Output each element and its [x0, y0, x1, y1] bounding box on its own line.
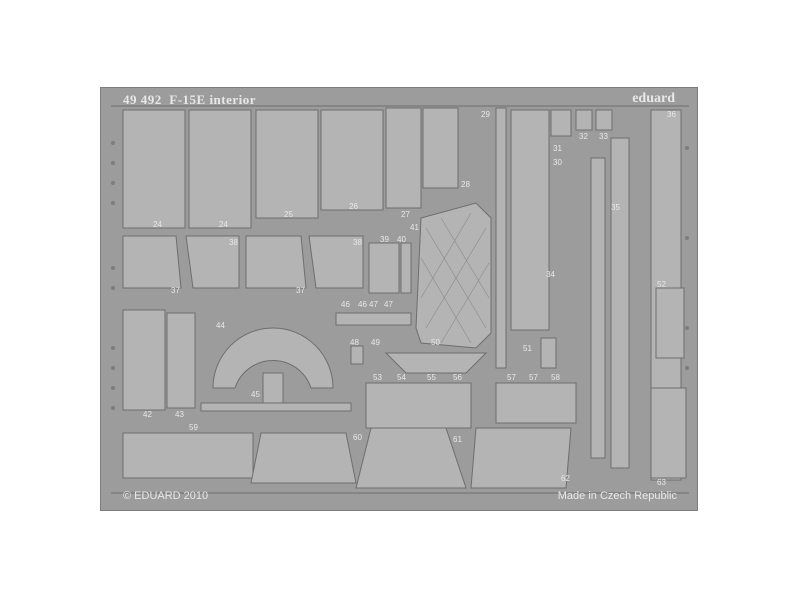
part-24b [188, 109, 252, 229]
part-37a [122, 235, 182, 289]
part-number-label: 58 [551, 373, 560, 382]
part-number-label: 26 [349, 202, 358, 211]
part-43 [166, 312, 196, 409]
part-number-label: 35 [611, 203, 620, 212]
photo-etch-fret: 49 492 F-15E interior eduard © EDUARD 20… [100, 87, 698, 511]
part-number-label: 46 [341, 300, 350, 309]
part-number-label: 53 [373, 373, 382, 382]
part-number-label: 63 [657, 478, 666, 487]
part-33 [595, 109, 613, 131]
part-number-label: 48 [350, 338, 359, 347]
part-number-label: 32 [579, 132, 588, 141]
part-number-label: 56 [453, 373, 462, 382]
part-24a [122, 109, 186, 229]
fret-parts-drawing [111, 105, 689, 494]
part-number-label: 37 [296, 286, 305, 295]
part-number-label: 55 [427, 373, 436, 382]
part-45 [200, 402, 352, 412]
part-number-label: 59 [189, 423, 198, 432]
part-number-label: 57 [529, 373, 538, 382]
part-number-label: 29 [481, 110, 490, 119]
part-30 [510, 109, 550, 331]
part-35 [610, 137, 630, 469]
product-title: F-15E interior [169, 92, 257, 107]
part-51 [540, 337, 557, 369]
part-number-label: 37 [171, 286, 180, 295]
part-31 [550, 109, 572, 137]
part-number-label: 30 [553, 158, 562, 167]
part-52 [655, 287, 685, 359]
part-number-label: 27 [401, 210, 410, 219]
part-25 [255, 109, 319, 219]
part-number-label: 50 [431, 338, 440, 347]
part-number-label: 38 [353, 238, 362, 247]
part-number-label: 43 [175, 410, 184, 419]
part-number-label: 45 [251, 390, 260, 399]
part-32 [575, 109, 593, 131]
part-60 [250, 432, 357, 484]
part-number-label: 41 [410, 223, 419, 232]
part-39 [368, 242, 400, 294]
part-number-label: 44 [216, 321, 225, 330]
part-number-label: 52 [657, 280, 666, 289]
part-53-56 [365, 382, 472, 429]
part-37b [245, 235, 307, 289]
part-27 [385, 107, 422, 209]
part-63 [650, 387, 687, 479]
part-number-label: 40 [397, 235, 406, 244]
part-28 [422, 107, 459, 189]
part-number-label: 47 [384, 300, 393, 309]
part-code: 49 492 [123, 92, 162, 107]
part-number-label: 46 [358, 300, 367, 309]
part-41 [415, 202, 492, 349]
part-number-label: 34 [546, 270, 555, 279]
part-number-label: 61 [453, 435, 462, 444]
part-34 [590, 157, 606, 459]
part-number-label: 24 [219, 220, 228, 229]
made-in-text: Made in Czech Republic [557, 490, 677, 502]
part-number-label: 25 [284, 210, 293, 219]
part-38b [308, 235, 364, 289]
part-50 [384, 352, 488, 374]
copyright-text: © EDUARD 2010 [123, 490, 209, 502]
part-number-label: 36 [667, 110, 676, 119]
part-57-58 [495, 382, 577, 424]
part-number-label: 54 [397, 373, 406, 382]
fret-title: 49 492 F-15E interior [123, 92, 256, 108]
part-number-label: 42 [143, 410, 152, 419]
part-number-label: 24 [153, 220, 162, 229]
part-59 [122, 432, 254, 479]
part-number-label: 62 [561, 474, 570, 483]
part-42 [122, 309, 166, 411]
part-62 [470, 427, 572, 489]
part-40 [400, 242, 412, 294]
part-number-label: 47 [369, 300, 378, 309]
part-number-label: 33 [599, 132, 608, 141]
part-number-label: 57 [507, 373, 516, 382]
part-number-label: 38 [229, 238, 238, 247]
part-48 [350, 345, 364, 365]
part-46-47 [335, 312, 412, 326]
part-number-label: 51 [523, 344, 532, 353]
brand-logo-text: eduard [632, 91, 675, 106]
part-number-label: 49 [371, 338, 380, 347]
part-44 [212, 327, 334, 389]
part-number-label: 28 [461, 180, 470, 189]
part-26 [320, 109, 384, 211]
part-45b [262, 372, 284, 404]
part-number-label: 60 [353, 433, 362, 442]
part-61 [355, 427, 467, 489]
part-29 [495, 107, 507, 369]
part-number-label: 31 [553, 144, 562, 153]
part-number-label: 39 [380, 235, 389, 244]
part-38a [185, 235, 240, 289]
